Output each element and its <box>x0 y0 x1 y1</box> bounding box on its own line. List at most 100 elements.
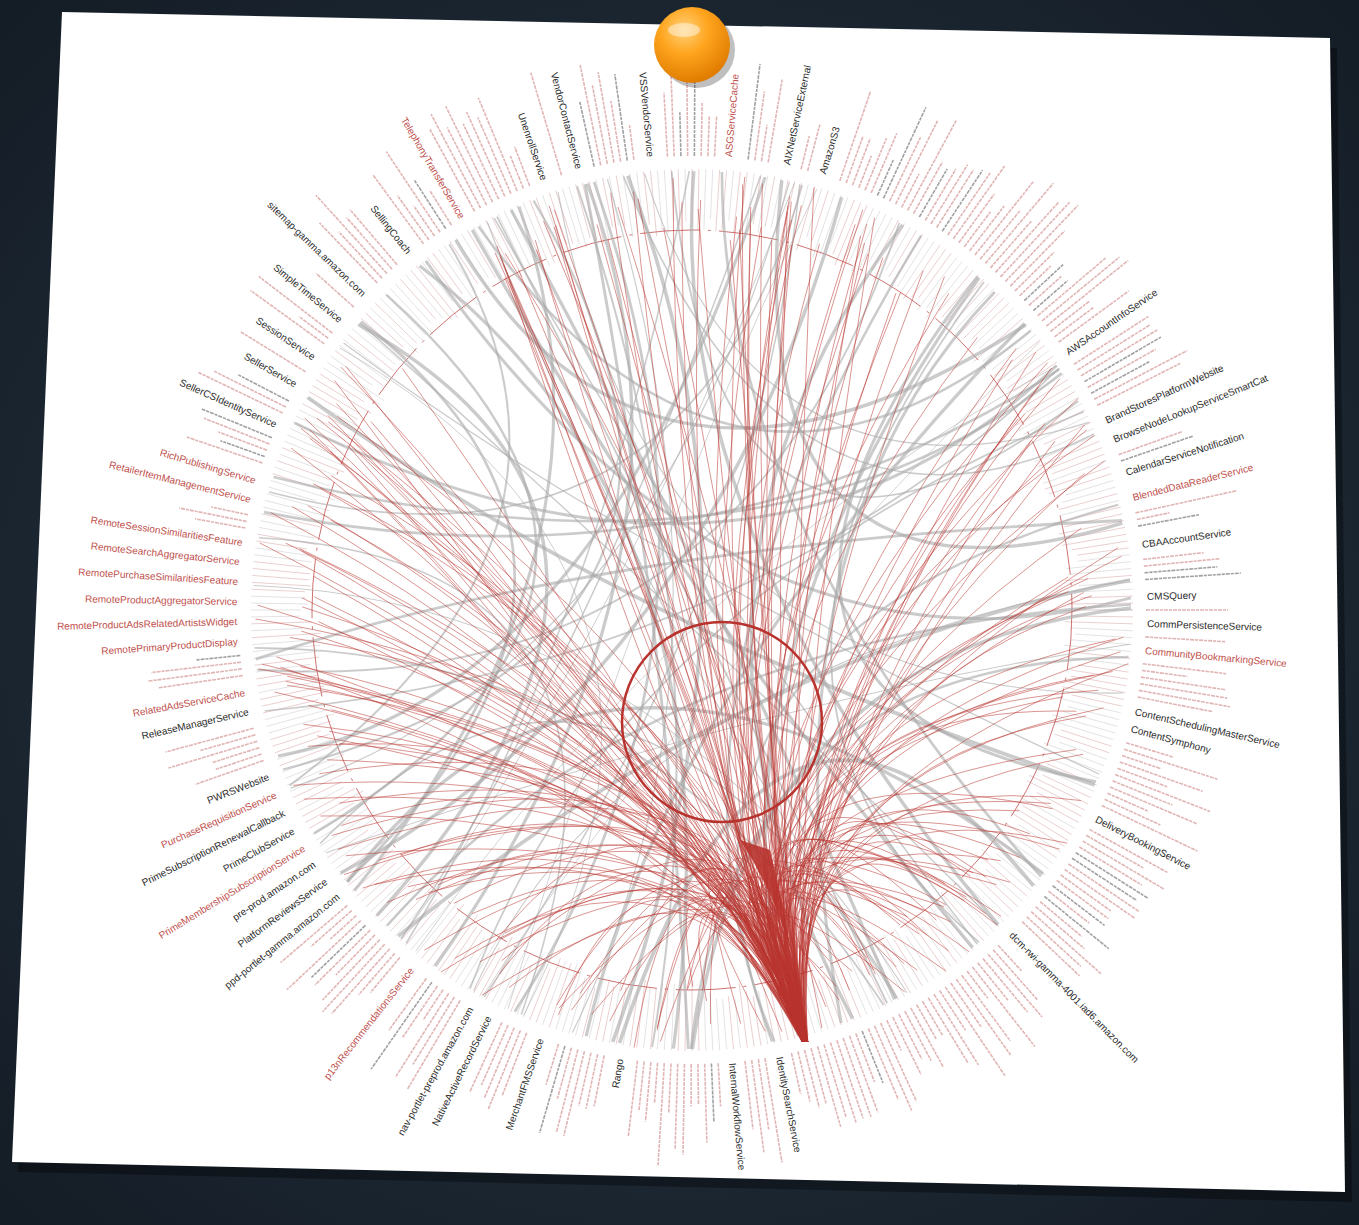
service-name-mark <box>510 156 523 189</box>
service-name-mark <box>852 138 870 185</box>
service-name-mark <box>887 1020 901 1050</box>
service-name-mark <box>970 206 1005 251</box>
spoke <box>254 555 311 562</box>
spoke <box>1059 742 1107 759</box>
spoke <box>1077 548 1128 555</box>
dependency-chord <box>286 681 804 1042</box>
spoke <box>549 193 567 244</box>
spoke <box>251 628 302 630</box>
service-name-mark <box>1115 775 1210 812</box>
dependency-chord <box>805 440 1032 1042</box>
service-name-mark <box>945 987 1005 1076</box>
dependency-chord <box>318 622 806 1042</box>
dependency-chord <box>664 228 804 1042</box>
service-name-mark <box>985 183 1053 263</box>
dependency-chord <box>794 821 986 1042</box>
service-name-mark <box>877 160 893 195</box>
service-name-mark <box>658 1063 664 1165</box>
service-name-mark <box>323 944 385 1012</box>
spoke <box>710 169 712 219</box>
service-name-mark <box>718 1063 720 1106</box>
service-name-mark <box>859 156 872 188</box>
service-name-mark <box>216 754 262 769</box>
spoke <box>1075 634 1132 638</box>
service-name-mark <box>1091 362 1149 394</box>
spoke <box>644 988 651 1049</box>
service-name-mark <box>586 1054 598 1109</box>
service-name-mark <box>1050 301 1089 331</box>
service-name-mark <box>671 75 674 157</box>
spoke <box>986 869 1023 902</box>
dependency-chord <box>774 224 867 1042</box>
dependency-chord <box>482 910 803 1042</box>
spoke <box>1043 461 1107 484</box>
service-name-mark <box>922 1001 942 1035</box>
service-name-mark <box>1145 573 1241 579</box>
dependency-chord <box>753 891 917 1042</box>
spoke <box>1068 682 1125 693</box>
spoke <box>536 958 560 1022</box>
service-name-mark <box>1110 787 1197 824</box>
service-name-mark <box>967 971 988 998</box>
dependency-chord <box>328 422 808 1042</box>
dependency-chord <box>776 793 1053 1042</box>
service-name-mark <box>951 983 982 1028</box>
service-name-mark <box>919 169 947 217</box>
service-name-mark <box>715 116 717 157</box>
service-name-mark <box>708 116 709 156</box>
spoke <box>734 172 741 233</box>
dependency-chord <box>792 430 1086 1042</box>
spoke <box>1067 562 1131 569</box>
service-name-mark <box>1015 252 1054 291</box>
service-name-mark <box>645 1062 650 1121</box>
service-name-mark <box>850 1036 878 1112</box>
service-name-mark <box>467 112 505 196</box>
chord-bundle <box>740 840 805 1042</box>
spoke <box>251 596 305 598</box>
dependency-chord <box>775 750 1076 1042</box>
dependency-chord <box>302 607 806 1042</box>
spoke <box>1072 695 1123 706</box>
service-name-mark <box>1143 553 1203 560</box>
service-name-mark <box>611 101 621 162</box>
dependency-chord <box>337 416 807 1042</box>
spoke <box>716 999 719 1050</box>
spoke <box>252 575 309 579</box>
service-name-mark <box>414 206 435 236</box>
service-name-mark <box>1000 202 1069 277</box>
service-name-mark <box>928 998 967 1063</box>
spoke <box>1026 386 1072 413</box>
spoke <box>1034 435 1097 462</box>
dependency-chord <box>274 373 1062 521</box>
spoke <box>259 527 315 538</box>
service-name-mark <box>402 986 437 1038</box>
dependency-chord <box>262 664 806 1042</box>
service-name-mark <box>179 508 247 521</box>
service-name-mark <box>1033 281 1067 311</box>
service-name-mark <box>680 112 681 156</box>
dependency-chord <box>831 282 984 942</box>
service-name-mark <box>917 1005 937 1039</box>
spoke <box>316 808 368 840</box>
spoke <box>327 830 368 858</box>
service-name-mark <box>1144 567 1217 573</box>
dependency-chord <box>302 598 808 1042</box>
dependency-chord <box>310 438 805 1042</box>
spoke <box>285 441 345 466</box>
dependency-chord <box>313 484 805 1042</box>
push-pin <box>654 7 730 83</box>
service-name-mark <box>1120 762 1203 791</box>
spoke <box>1070 628 1132 631</box>
dependency-chord <box>789 690 1099 1042</box>
dependency-chord <box>793 835 988 1042</box>
service-name-mark <box>745 1061 753 1129</box>
spoke <box>390 289 433 335</box>
spoke <box>1078 555 1130 562</box>
dependency-chord <box>764 293 949 1042</box>
hub-circle <box>622 622 822 822</box>
spoke <box>982 858 1027 897</box>
spoke <box>380 298 423 341</box>
service-name-mark <box>1144 559 1220 566</box>
spoke <box>543 961 566 1025</box>
